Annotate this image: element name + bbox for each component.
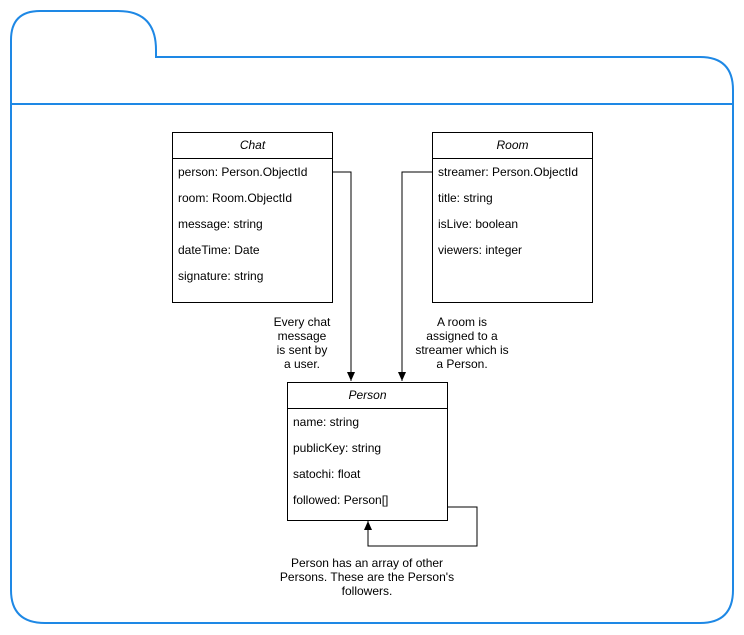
note-line: Every chat: [273, 315, 331, 329]
folder-frame: [10, 10, 734, 624]
note-room-person: A room is assigned to a streamer which i…: [407, 315, 517, 371]
class-chat-attribute: signature: string: [178, 269, 264, 283]
class-room-attribute: isLive: boolean: [438, 217, 519, 231]
note-chat-person: Every chat message is sent by a user.: [262, 315, 342, 371]
class-room-attribute: title: string: [438, 191, 493, 205]
note-line: message: [277, 329, 327, 343]
note-line: a user.: [283, 357, 321, 371]
note-line: streamer which is: [415, 343, 509, 357]
class-person-title: Person: [288, 383, 447, 409]
class-room[interactable]: Room streamer: Person.ObjectId title: st…: [432, 132, 593, 303]
connector-person-self: [364, 506, 478, 547]
note-line: is sent by: [276, 343, 328, 357]
connector-room-to-person: [398, 171, 432, 381]
note-line: A room is: [436, 315, 487, 329]
note-line: followers.: [341, 584, 393, 598]
class-chat-attribute: dateTime: Date: [178, 243, 260, 257]
class-person-attribute: name: string: [293, 415, 360, 429]
connector-chat-to-person: [332, 171, 355, 381]
note-line: assigned to a: [426, 329, 498, 343]
class-room-attribute: streamer: Person.ObjectId: [438, 165, 579, 179]
class-room-title: Room: [433, 133, 592, 159]
class-chat[interactable]: Chat person: Person.ObjectId room: Room.…: [172, 132, 333, 303]
note-line: a Person.: [436, 357, 488, 371]
class-chat-title: Chat: [173, 133, 332, 159]
note-line: Persons. These are the Person's: [279, 570, 455, 584]
class-chat-attribute: room: Room.ObjectId: [178, 191, 293, 205]
class-chat-attribute: person: Person.ObjectId: [178, 165, 308, 179]
class-chat-attribute: message: string: [178, 217, 263, 231]
class-person[interactable]: Person name: string publicKey: string sa…: [287, 382, 448, 521]
note-person-self: Person has an array of other Persons. Th…: [272, 556, 462, 598]
class-room-attribute: viewers: integer: [438, 243, 523, 257]
note-line: Person has an array of other: [290, 556, 444, 570]
class-person-attribute: publicKey: string: [293, 441, 382, 455]
class-person-attribute: satochi: float: [293, 467, 361, 481]
class-person-attribute: followed: Person[]: [293, 493, 389, 507]
